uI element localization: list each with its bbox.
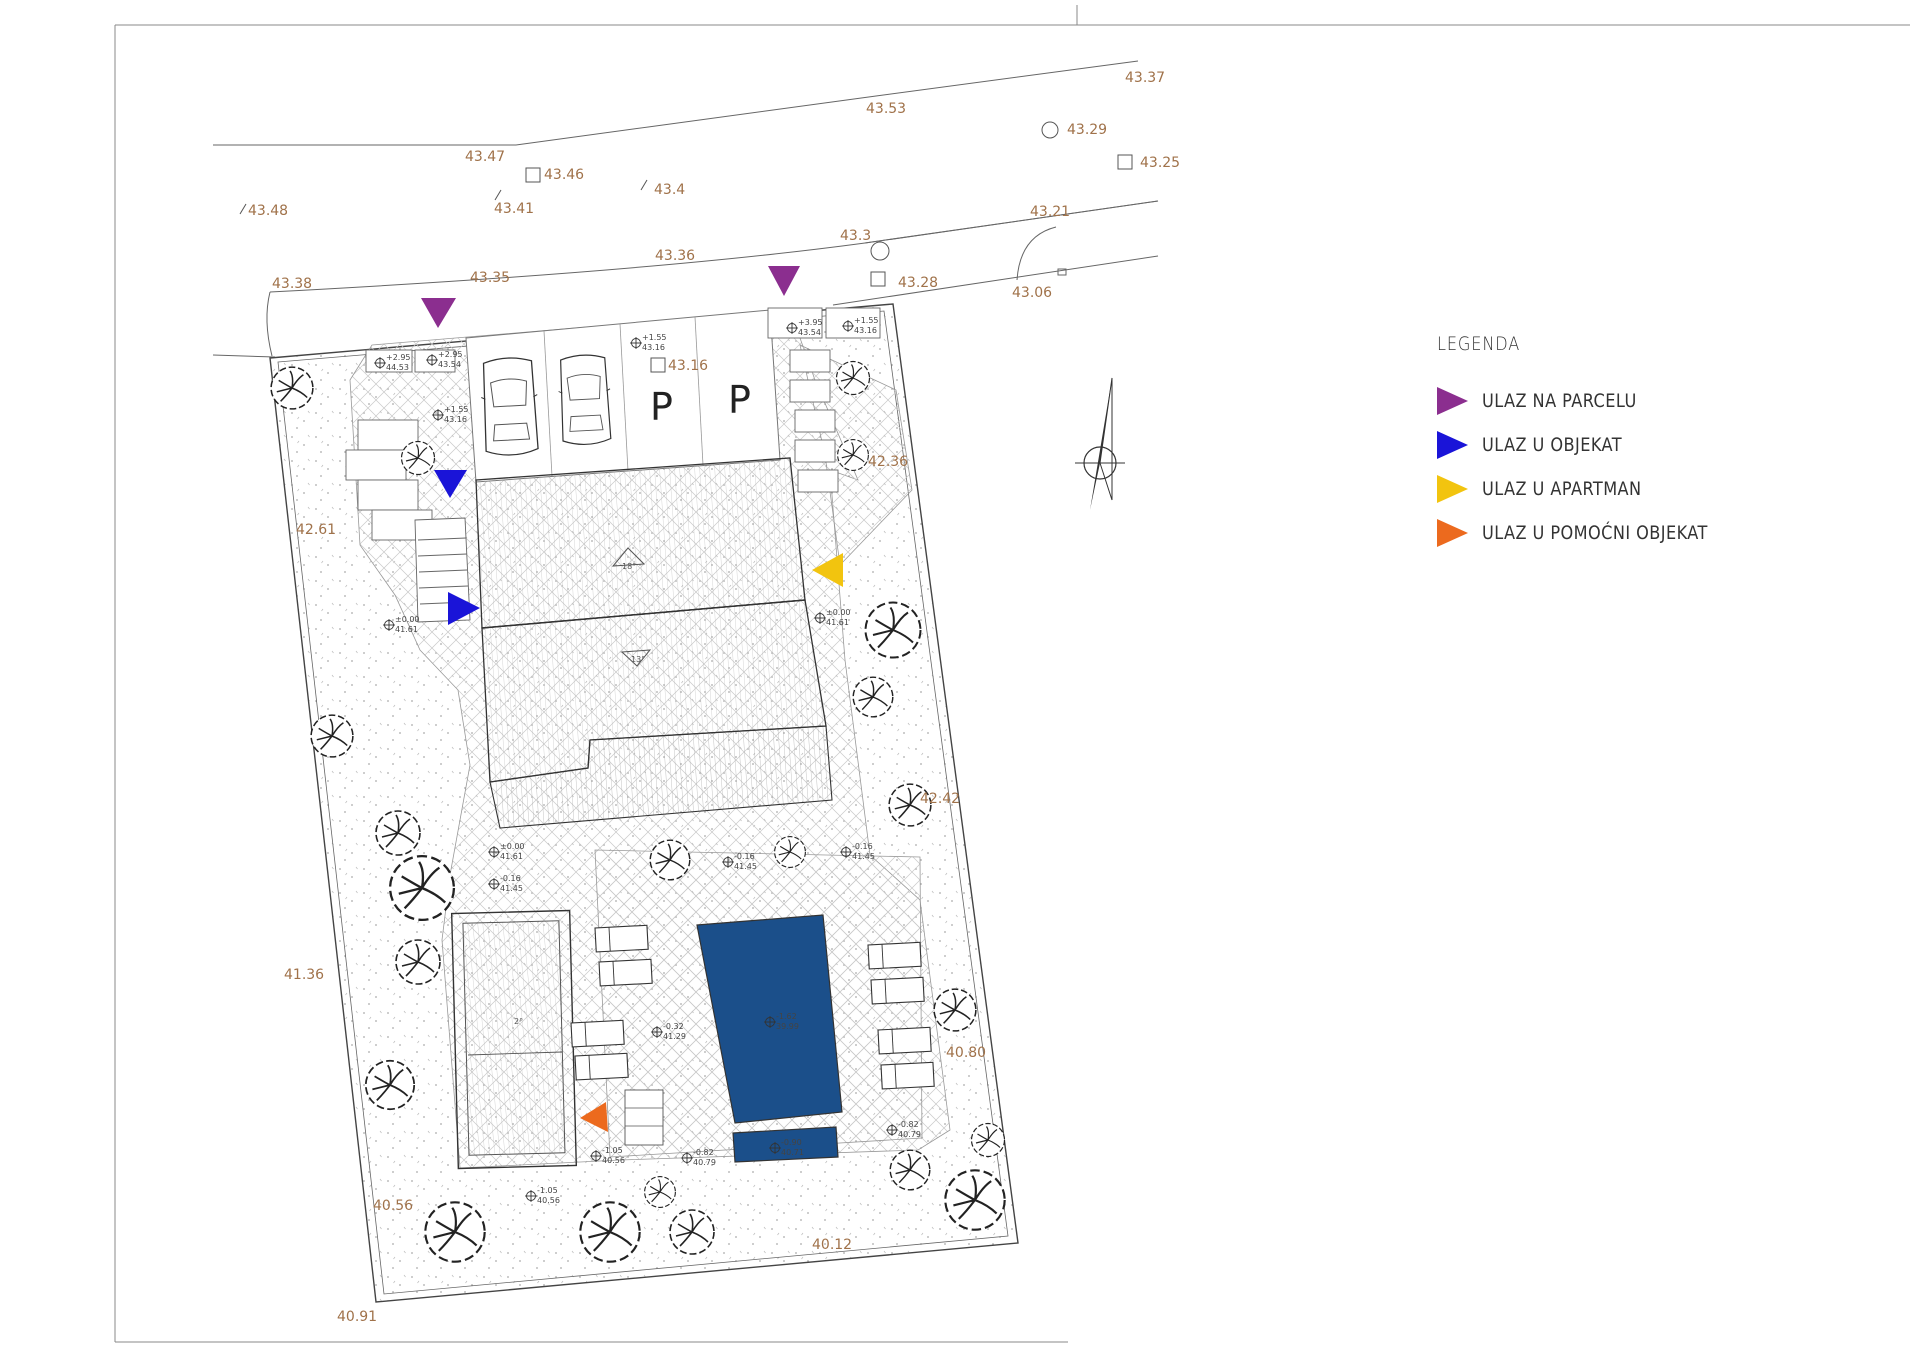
svg-text:41.61: 41.61 <box>826 618 849 627</box>
elev-label: 43.06 <box>1012 285 1052 301</box>
svg-text:-1.05: -1.05 <box>602 1146 623 1155</box>
elev-label: 43.41 <box>494 201 534 217</box>
legend-item-building-entrance: ULAZ U OBJEKAT <box>1437 431 1857 459</box>
triangle-icon <box>1437 387 1468 415</box>
svg-text:-0.82: -0.82 <box>693 1148 714 1157</box>
svg-text:40.79: 40.79 <box>693 1158 716 1167</box>
svg-text:-0.16: -0.16 <box>734 852 755 861</box>
svg-text:+1.55: +1.55 <box>854 316 879 325</box>
elev-label: 43.29 <box>1067 122 1107 138</box>
elev-label: 43.47 <box>465 149 505 165</box>
elev-label: 40.80 <box>946 1045 986 1061</box>
svg-text:+1.55: +1.55 <box>444 405 469 414</box>
elev-label: 43.36 <box>655 248 695 264</box>
stairs <box>345 307 881 623</box>
svg-text:41.45: 41.45 <box>500 884 523 893</box>
svg-text:18°: 18° <box>622 562 636 571</box>
svg-text:41.29: 41.29 <box>663 1032 686 1041</box>
legend-label: ULAZ U APARTMAN <box>1482 478 1642 500</box>
svg-text:41.45: 41.45 <box>852 852 875 861</box>
elev-label: 43.38 <box>272 276 312 292</box>
svg-text:+1.55: +1.55 <box>642 333 667 342</box>
svg-text:±0.00: ±0.00 <box>500 842 525 851</box>
elev-label: 42.61 <box>296 522 336 538</box>
legend-label: ULAZ U POMOĆNI OBJEKAT <box>1482 522 1708 544</box>
svg-text:43.16: 43.16 <box>642 343 665 352</box>
svg-text:P: P <box>728 378 751 422</box>
triangle-icon <box>1437 519 1468 547</box>
elev-label: 42.42 <box>920 791 960 807</box>
parking-labels: P P <box>650 378 751 429</box>
sheet-frame <box>114 5 1910 1343</box>
svg-text:+3.95: +3.95 <box>798 318 823 327</box>
elev-label: 43.28 <box>898 275 938 291</box>
roof-slopes: 18° 13° 2° <box>514 562 645 1026</box>
elev-label: 40.91 <box>337 1309 377 1325</box>
svg-text:40.79: 40.79 <box>898 1130 921 1139</box>
elev-label: 43.3 <box>840 228 871 244</box>
svg-text:41.45: 41.45 <box>734 862 757 871</box>
svg-text:40.71: 40.71 <box>781 1148 804 1157</box>
svg-text:-1.62: -1.62 <box>776 1012 797 1021</box>
legend-item-parcel-entrance: ULAZ NA PARCELU <box>1437 387 1857 415</box>
elev-label: 43.53 <box>866 101 906 117</box>
survey-markers <box>239 121 1133 373</box>
svg-text:-0.16: -0.16 <box>852 842 873 851</box>
entrance-markers <box>421 266 843 1132</box>
svg-text:44.53: 44.53 <box>386 363 409 372</box>
svg-text:-0.16: -0.16 <box>500 874 521 883</box>
elev-label: 43.37 <box>1125 70 1165 86</box>
main-building <box>475 457 833 829</box>
elev-label: 43.4 <box>654 182 685 198</box>
svg-text:39.99: 39.99 <box>776 1022 799 1031</box>
swimming-pool <box>696 914 843 1163</box>
legend-item-auxiliary-entrance: ULAZ U POMOĆNI OBJEKAT <box>1437 519 1857 547</box>
auxiliary-building <box>450 909 578 1170</box>
svg-text:-0.90: -0.90 <box>781 1138 802 1147</box>
svg-text:43.54: 43.54 <box>438 360 461 369</box>
legend-item-apartment-entrance: ULAZ U APARTMAN <box>1437 475 1857 503</box>
svg-text:13°: 13° <box>631 655 645 664</box>
elev-label: 43.35 <box>470 270 510 286</box>
elev-label: 43.25 <box>1140 155 1180 171</box>
svg-text:+2.95: +2.95 <box>386 353 411 362</box>
elevation-labels: 43.37 43.53 43.29 43.25 43.47 43.46 43.4… <box>248 70 1180 1325</box>
legend-label: ULAZ NA PARCELU <box>1482 390 1637 412</box>
svg-text:40.56: 40.56 <box>537 1196 560 1205</box>
svg-text:±0.00: ±0.00 <box>395 615 420 624</box>
svg-text:-0.32: -0.32 <box>663 1022 684 1031</box>
svg-text:41.61: 41.61 <box>500 852 523 861</box>
svg-text:43.16: 43.16 <box>444 415 467 424</box>
elev-label: 40.12 <box>812 1237 852 1253</box>
svg-text:±0.00: ±0.00 <box>826 608 851 617</box>
north-arrow <box>1075 377 1125 510</box>
svg-text:43.16: 43.16 <box>854 326 877 335</box>
elev-label: 43.16 <box>668 358 708 374</box>
svg-text:+2.95: +2.95 <box>438 350 463 359</box>
legend-label: ULAZ U OBJEKAT <box>1482 434 1623 456</box>
elev-label: 43.21 <box>1030 204 1070 220</box>
elev-label: 40.56 <box>373 1198 413 1214</box>
svg-text:P: P <box>650 385 673 429</box>
legend-title: LEGENDA <box>1437 333 1521 355</box>
elev-label: 43.48 <box>248 203 288 219</box>
triangle-icon <box>1437 475 1468 503</box>
elev-label: 43.46 <box>544 167 584 183</box>
road-lines <box>212 60 1159 358</box>
svg-text:43.54: 43.54 <box>798 328 821 337</box>
sun-loungers <box>570 924 935 1146</box>
elev-label: 41.36 <box>284 967 324 983</box>
triangle-icon <box>1437 431 1468 459</box>
svg-text:-1.05: -1.05 <box>537 1186 558 1195</box>
elev-label: 42.36 <box>868 454 908 470</box>
svg-text:2°: 2° <box>514 1017 523 1026</box>
svg-text:41.61: 41.61 <box>395 625 418 634</box>
legend: LEGENDA ULAZ NA PARCELU ULAZ U OBJEKAT U… <box>1437 333 1857 563</box>
svg-text:-0.82: -0.82 <box>898 1120 919 1129</box>
svg-text:40.56: 40.56 <box>602 1156 625 1165</box>
